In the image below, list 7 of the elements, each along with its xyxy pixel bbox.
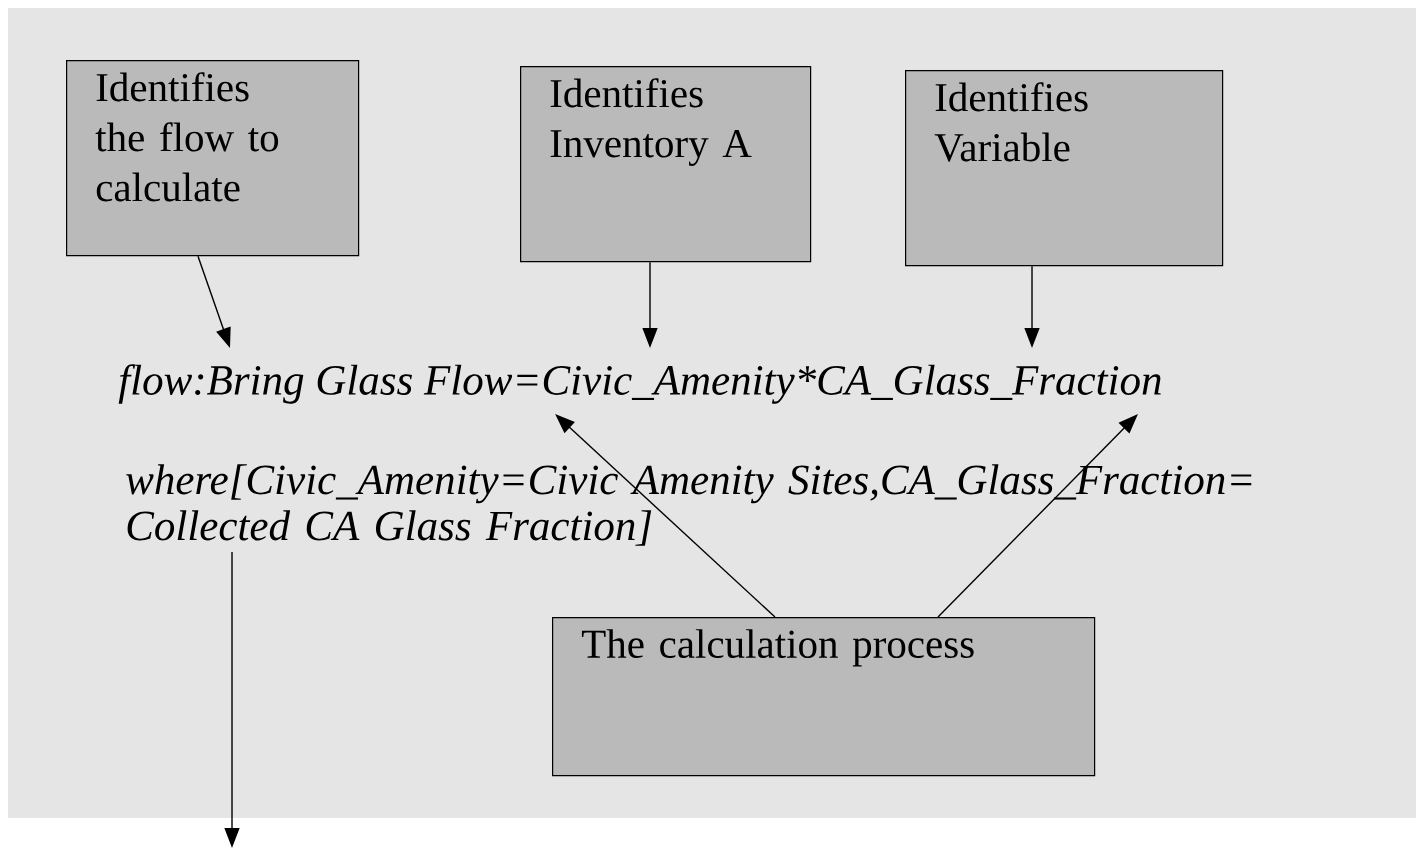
text-box: The calculation process — [552, 617, 1096, 777]
text-box: Identifies Variable — [905, 70, 1224, 267]
text-box: Identifies Inventory A — [520, 66, 812, 263]
arrow — [555, 414, 776, 618]
arrow — [937, 414, 1138, 618]
formula-text: flow:Bring Glass Flow=Civic_Amenity*CA_Glass_Fraction — [118, 364, 1161, 404]
text-box: Identifies the flow to calculate — [66, 60, 360, 257]
